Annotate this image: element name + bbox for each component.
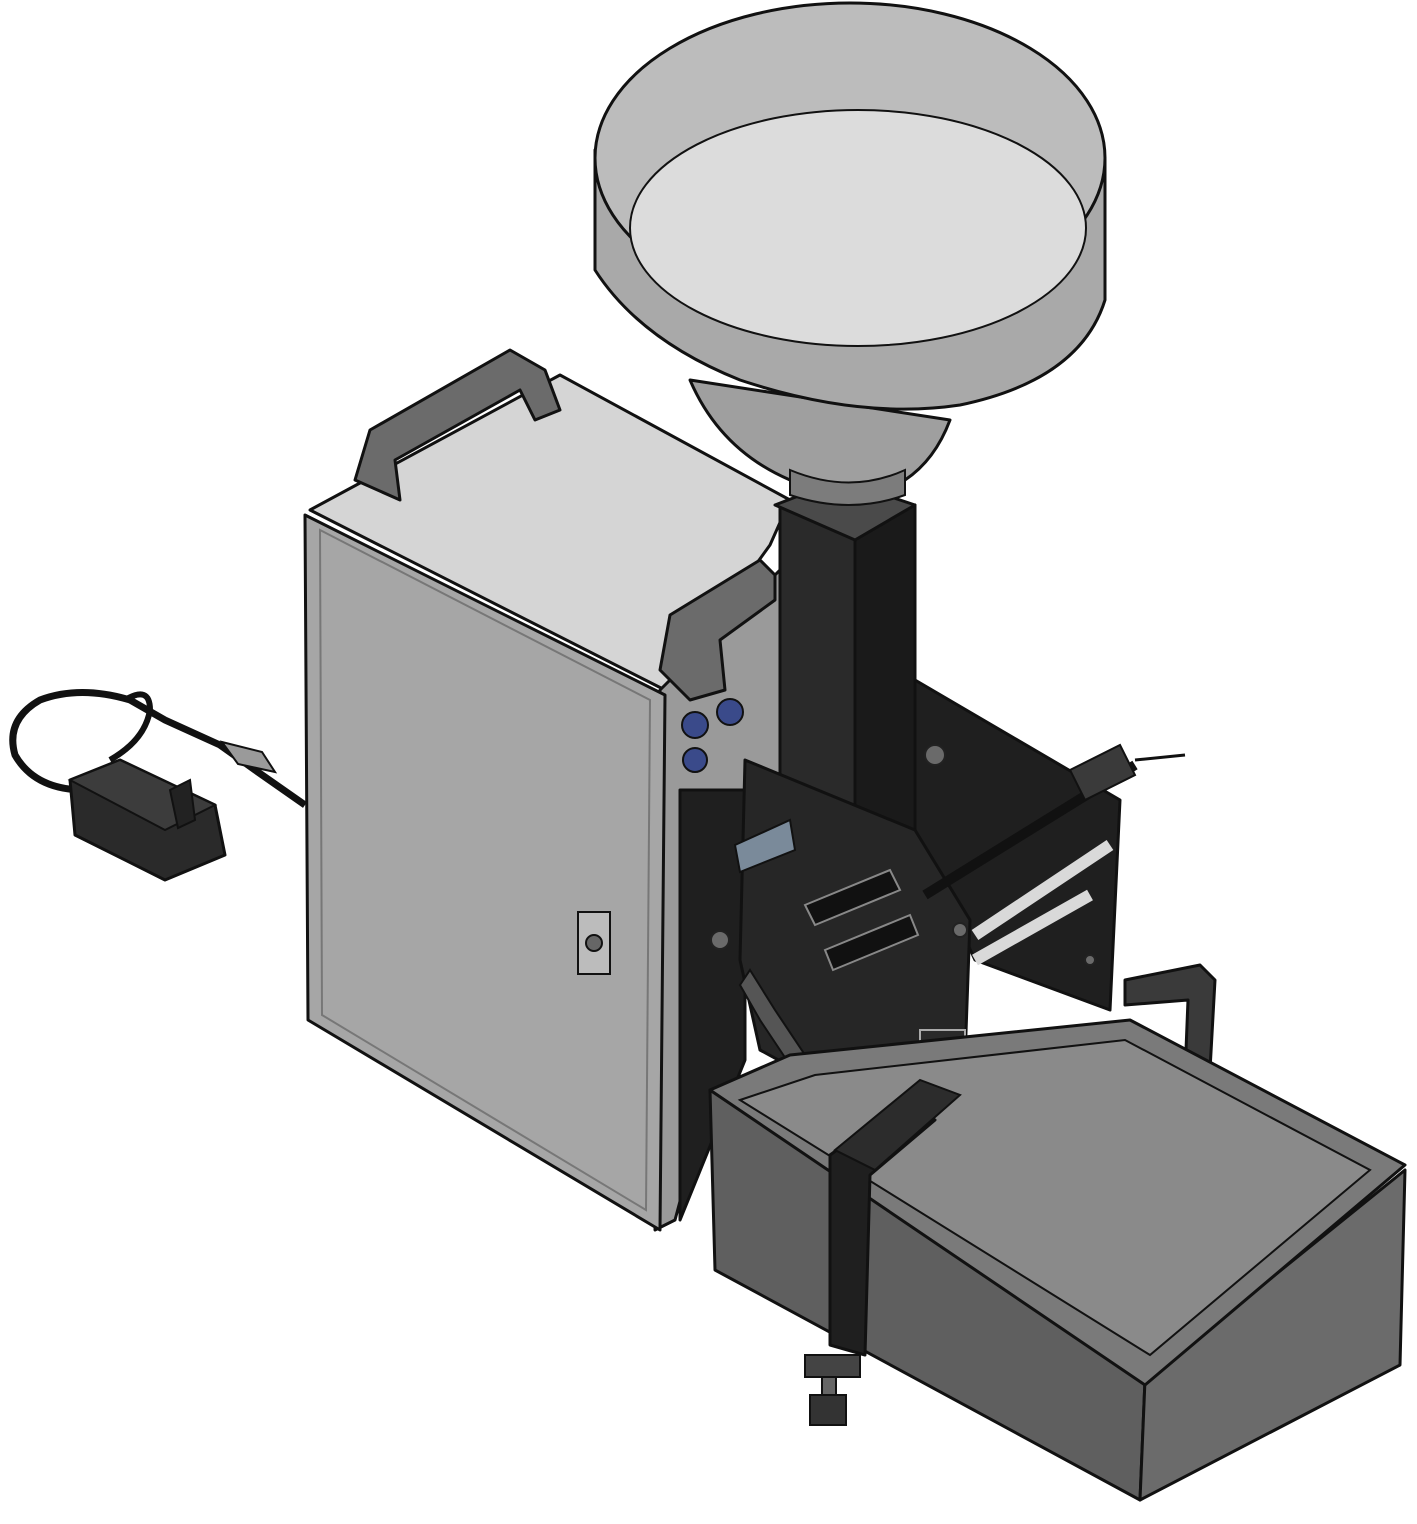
adapter-cable-loop — [108, 691, 154, 763]
door-lock-keyhole — [585, 934, 603, 952]
control-knob-icon — [681, 711, 709, 739]
control-knob-3-icon — [682, 747, 708, 773]
power-adapter — [9, 689, 308, 882]
collection-tray — [708, 1018, 1407, 1502]
usb-plug — [219, 740, 278, 774]
adjustable-foot — [804, 1354, 861, 1378]
cabinet-handle-back — [353, 348, 562, 502]
fitting-bracket — [733, 818, 797, 874]
screw-icon — [710, 930, 730, 950]
screw-icon — [952, 922, 968, 938]
actuator-cylinder — [1068, 743, 1137, 802]
screw-icon — [924, 744, 946, 766]
control-knob-2-icon — [716, 698, 744, 726]
cabinet-front-face — [303, 513, 667, 1232]
cabinet-front-border — [318, 528, 652, 1212]
guide-rod-1 — [971, 840, 1114, 940]
hopper-opening — [629, 109, 1087, 347]
adapter-prong — [168, 778, 197, 830]
screw-icon — [1084, 954, 1096, 966]
column-side — [853, 503, 917, 852]
frame-left-plate — [678, 788, 747, 1222]
sensor-cable — [1134, 753, 1186, 762]
cabinet-handle-front — [658, 558, 777, 702]
adapter-cable — [9, 689, 308, 808]
feed-column — [773, 478, 917, 852]
foot-pad — [809, 1394, 847, 1426]
tray-strap-top — [833, 1078, 962, 1172]
guide-rod-2 — [972, 889, 1093, 966]
dosing-mechanism — [678, 678, 1186, 1222]
hopper-funnel — [593, 1, 1107, 506]
dosing-pocket-2 — [823, 913, 920, 972]
dosing-pocket-1 — [803, 868, 902, 927]
hopper-cone-lower — [789, 468, 906, 506]
